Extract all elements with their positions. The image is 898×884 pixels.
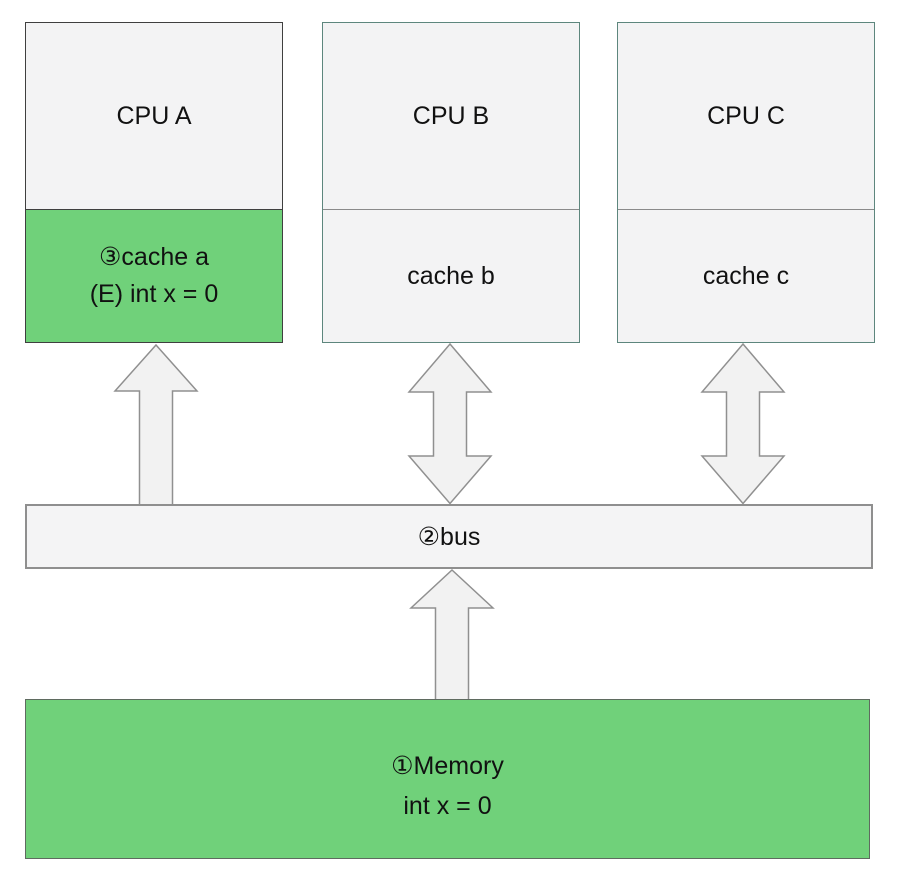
cache-a-section: ③cache a (E) int x = 0	[26, 209, 282, 342]
arrow-cache-a-bus-icon	[113, 343, 199, 507]
memory-value: int x = 0	[403, 792, 492, 820]
arrow-cache-c-bus-icon	[700, 342, 786, 505]
cache-a-label: ③cache a	[99, 243, 209, 271]
memory-box: ①Memory int x = 0	[25, 699, 870, 859]
cache-c-label: cache c	[702, 261, 790, 290]
cache-c-section: cache c	[618, 209, 874, 342]
bus-bar: ②bus	[25, 504, 873, 569]
memory-label: ①Memory	[391, 752, 504, 780]
bus-label: ②bus	[417, 522, 481, 551]
cache-a-value: (E) int x = 0	[89, 280, 219, 308]
cpu-b-box: CPU B cache b	[322, 22, 580, 343]
arrow-memory-bus-icon	[409, 568, 495, 701]
cpu-b-label: CPU B	[323, 23, 579, 209]
cpu-a-box: CPU A ③cache a (E) int x = 0	[25, 22, 283, 343]
cache-b-label: cache b	[407, 261, 495, 290]
cpu-a-label: CPU A	[26, 23, 282, 209]
arrow-cache-b-bus-icon	[407, 342, 493, 505]
cpu-c-label: CPU C	[618, 23, 874, 209]
cache-b-section: cache b	[323, 209, 579, 342]
cpu-c-box: CPU C cache c	[617, 22, 875, 343]
